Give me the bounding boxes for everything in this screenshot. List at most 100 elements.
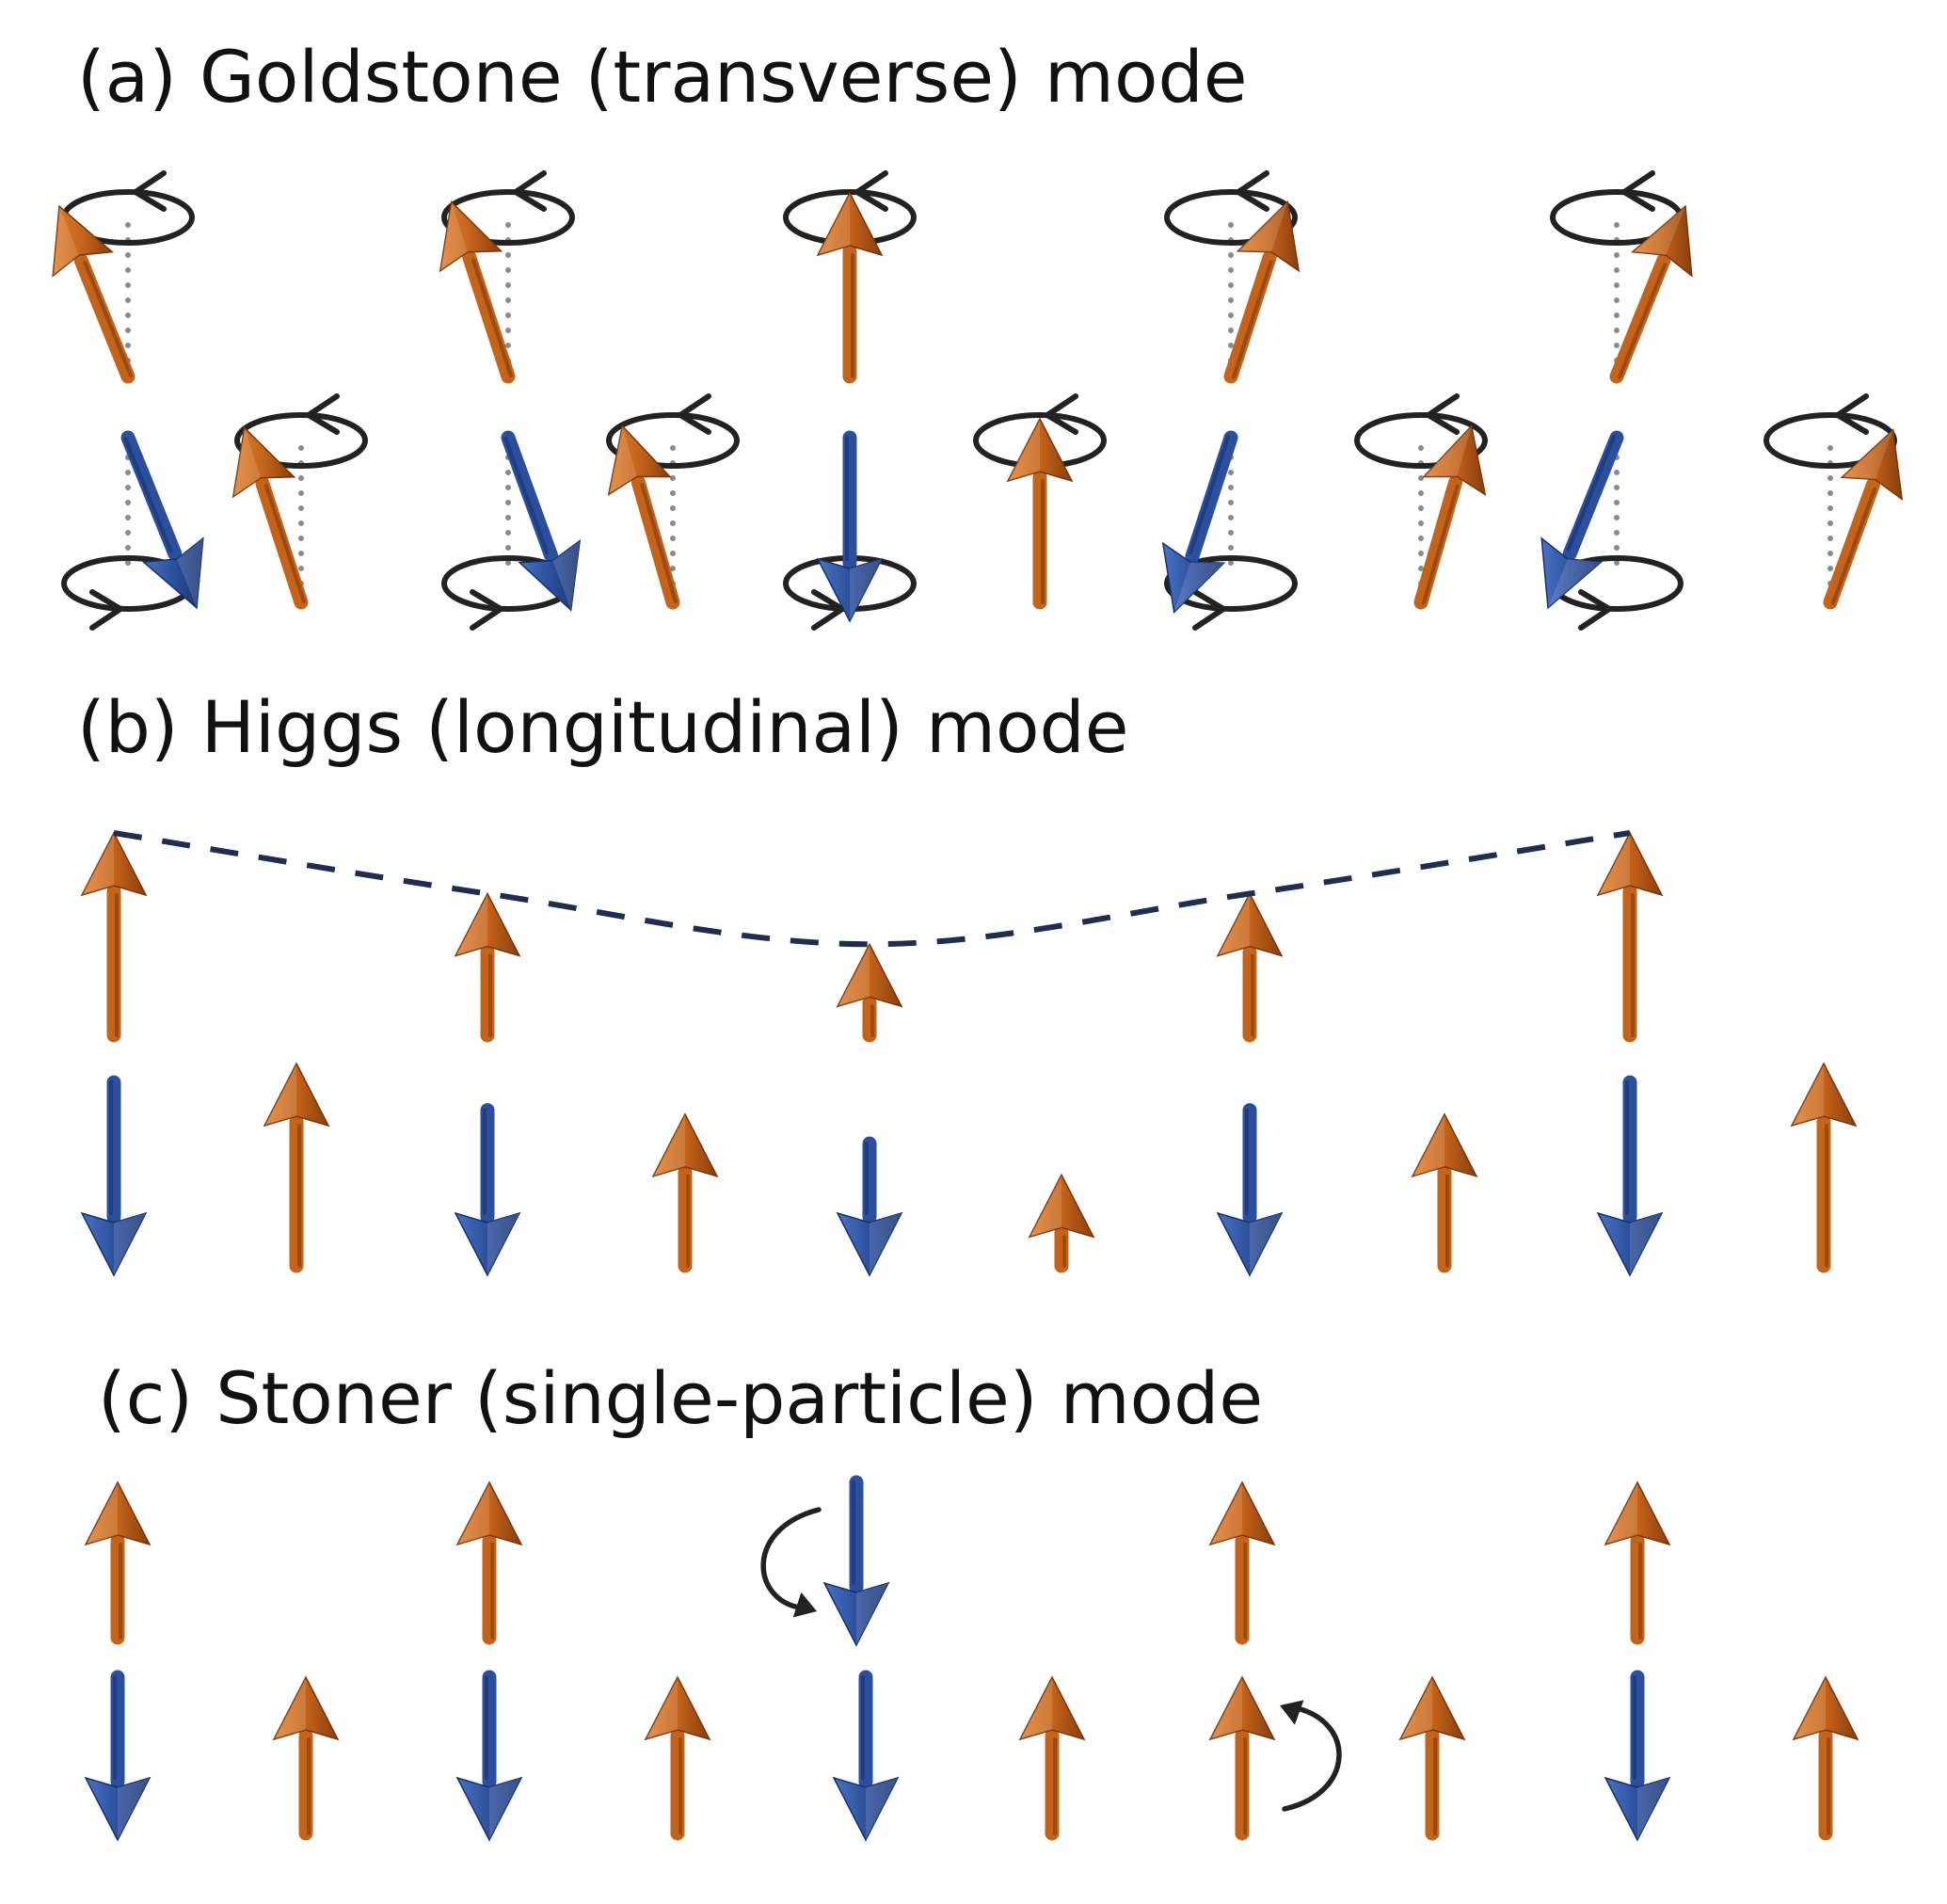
goldstone-bottom-spin-8	[1413, 424, 1487, 610]
goldstone-bottom-spin-3-shaft-shade	[503, 437, 550, 555]
stoner-bottom-spin-8	[1398, 1675, 1466, 1841]
goldstone-bottom-spin-1-shaft-shade	[123, 437, 173, 553]
higgs-bottom-spin-6	[1028, 1173, 1095, 1273]
goldstone-bottom-orbit-2	[234, 393, 368, 469]
goldstone-bottom-spin-9-head-facet	[1548, 558, 1602, 608]
higgs-bottom-spin-4	[651, 1112, 719, 1273]
goldstone-bottom-spin-10	[1823, 428, 1904, 610]
stoner-bottom-spin-7	[1208, 1675, 1276, 1841]
stoner-bottom-spin-2-head	[272, 1675, 340, 1741]
goldstone-top-spin-3	[816, 191, 884, 384]
goldstone-bottom-spin-9-head	[1540, 536, 1604, 610]
goldstone-top-spin-2-shaft-shade	[471, 258, 513, 378]
goldstone-bottom-orbit-1-direction-chevron	[89, 589, 123, 631]
goldstone-bottom-orbit-8-ellipse	[1354, 412, 1488, 469]
goldstone-bottom-orbit-4	[606, 393, 740, 469]
goldstone-top-spin-1-shaft-shade	[83, 261, 133, 377]
goldstone-bottom-orbit-5-direction-chevron	[811, 589, 845, 631]
goldstone-bottom-orbit-9-direction-chevron	[1578, 589, 1612, 631]
stoner-flip-indicator-bottom	[1280, 1700, 1342, 1812]
goldstone-bottom-orbit-2-direction-chevron	[306, 393, 340, 435]
goldstone-bottom-spin-3-head	[518, 538, 582, 612]
higgs-bottom-spin-3-head	[454, 1211, 521, 1277]
goldstone-top-spin-5-head	[1630, 204, 1693, 278]
goldstone-bottom-spin-3	[501, 430, 582, 612]
stoner-bottom-spin-5-head-facet	[866, 1778, 898, 1840]
goldstone-top-spin-1-shaft	[73, 253, 136, 384]
higgs-top-spin-5	[1596, 831, 1664, 1043]
goldstone-bottom-spin-5	[816, 430, 884, 623]
goldstone-bottom-spin-10-shaft-shade	[1830, 487, 1876, 606]
higgs-bottom-spin-8-head	[1411, 1112, 1478, 1178]
stoner-bottom-spin-4	[644, 1675, 711, 1841]
stoner-bottom-spin-10	[1792, 1675, 1859, 1841]
spin-layer	[52, 191, 1904, 1842]
goldstone-bottom-spin-2-head-facet	[232, 427, 261, 497]
higgs-bottom-spin-9-head	[1596, 1211, 1664, 1277]
higgs-bottom-spin-1	[80, 1075, 148, 1277]
higgs-bottom-spin-8-head-facet	[1412, 1113, 1444, 1176]
stoner-bottom-spin-10-head	[1792, 1675, 1859, 1741]
goldstone-bottom-spin-5-head-facet	[850, 559, 882, 621]
stoner-top-spin-4-head-facet	[1210, 1482, 1242, 1544]
goldstone-bottom-orbit-10-direction-chevron	[1835, 393, 1869, 435]
stoner-top-spin-3	[822, 1475, 890, 1647]
higgs-top-spin-2-head	[454, 891, 521, 957]
goldstone-bottom-spin-2	[231, 425, 309, 610]
stoner-bottom-spin-10-head-facet	[1794, 1677, 1826, 1739]
goldstone-bottom-orbit-7	[1164, 555, 1298, 631]
higgs-top-spin-2	[454, 891, 521, 1043]
higgs-bottom-spin-1-head	[80, 1211, 148, 1277]
goldstone-bottom-orbit-6-direction-chevron	[1045, 393, 1078, 435]
goldstone-bottom-spin-6	[1006, 417, 1074, 610]
stoner-bottom-spin-2-head-facet	[274, 1677, 306, 1739]
stoner-top-spin-1	[84, 1480, 152, 1645]
higgs-top-spin-1-head	[80, 831, 148, 897]
goldstone-top-spin-2-shaft	[462, 250, 516, 384]
goldstone-bottom-spin-2-shaft	[255, 476, 309, 610]
higgs-bottom-spin-7-head-facet	[1250, 1213, 1282, 1275]
higgs-top-spin-5-head	[1596, 831, 1664, 897]
stoner-top-spin-5-head	[1604, 1480, 1671, 1546]
higgs-top-spin-4-head-facet	[1218, 893, 1250, 956]
stoner-bottom-spin-6-head-facet	[1020, 1677, 1052, 1739]
goldstone-top-spin-4-shaft	[1223, 250, 1277, 384]
higgs-top-spin-3-head	[836, 942, 903, 1008]
goldstone-top-spin-4	[1223, 200, 1301, 384]
goldstone-top-spin-3-head	[816, 191, 884, 257]
section-a-title: (a) Goldstone (transverse) mode	[77, 35, 1248, 119]
stoner-bottom-spin-4-head	[644, 1675, 711, 1741]
higgs-top-spin-2-head-facet	[455, 893, 487, 956]
goldstone-bottom-spin-7-head-facet	[1173, 562, 1224, 613]
higgs-bottom-spin-5-head	[836, 1211, 903, 1277]
goldstone-top-orbit-4	[1164, 170, 1298, 246]
goldstone-bottom-spin-6-head-facet	[1008, 419, 1040, 481]
goldstone-bottom-spin-9-shaft	[1562, 430, 1624, 561]
annotation-layer	[113, 830, 1631, 1812]
goldstone-top-spin-5	[1609, 204, 1693, 384]
higgs-bottom-spin-7	[1216, 1103, 1284, 1277]
stoner-bottom-spin-5	[832, 1670, 900, 1842]
goldstone-top-spin-2-head	[439, 200, 503, 273]
goldstone-top-orbit-4-ellipse	[1164, 189, 1298, 246]
higgs-bottom-spin-2-head-facet	[264, 1064, 296, 1126]
goldstone-bottom-spin-3-shaft	[501, 430, 558, 563]
goldstone-bottom-orbit-4-direction-chevron	[678, 393, 711, 435]
higgs-bottom-spin-9-head-facet	[1630, 1213, 1662, 1275]
goldstone-bottom-orbit-7-ellipse	[1164, 555, 1298, 612]
goldstone-top-spin-5-head-facet	[1632, 206, 1685, 256]
stoner-top-spin-5-head-facet	[1605, 1482, 1637, 1544]
goldstone-bottom-spin-4	[607, 424, 680, 610]
goldstone-top-spin-5-shaft	[1609, 253, 1671, 384]
higgs-bottom-spin-1-head-facet	[114, 1213, 146, 1275]
goldstone-bottom-orbit-8	[1354, 393, 1488, 469]
higgs-bottom-spin-10-head-facet	[1792, 1064, 1824, 1126]
stoner-bottom-spin-8-head	[1398, 1675, 1466, 1741]
goldstone-bottom-spin-8-head-facet	[1423, 425, 1472, 477]
stoner-flip-indicator-top-head	[792, 1592, 817, 1618]
stoner-top-spin-1-head	[84, 1480, 152, 1546]
stoner-bottom-spin-6-head	[1018, 1675, 1086, 1741]
goldstone-bottom-spin-1-head-facet	[177, 537, 203, 608]
goldstone-top-orbit-5-direction-chevron	[1621, 170, 1655, 212]
stoner-flip-indicator-bottom-curve	[1282, 1705, 1342, 1812]
